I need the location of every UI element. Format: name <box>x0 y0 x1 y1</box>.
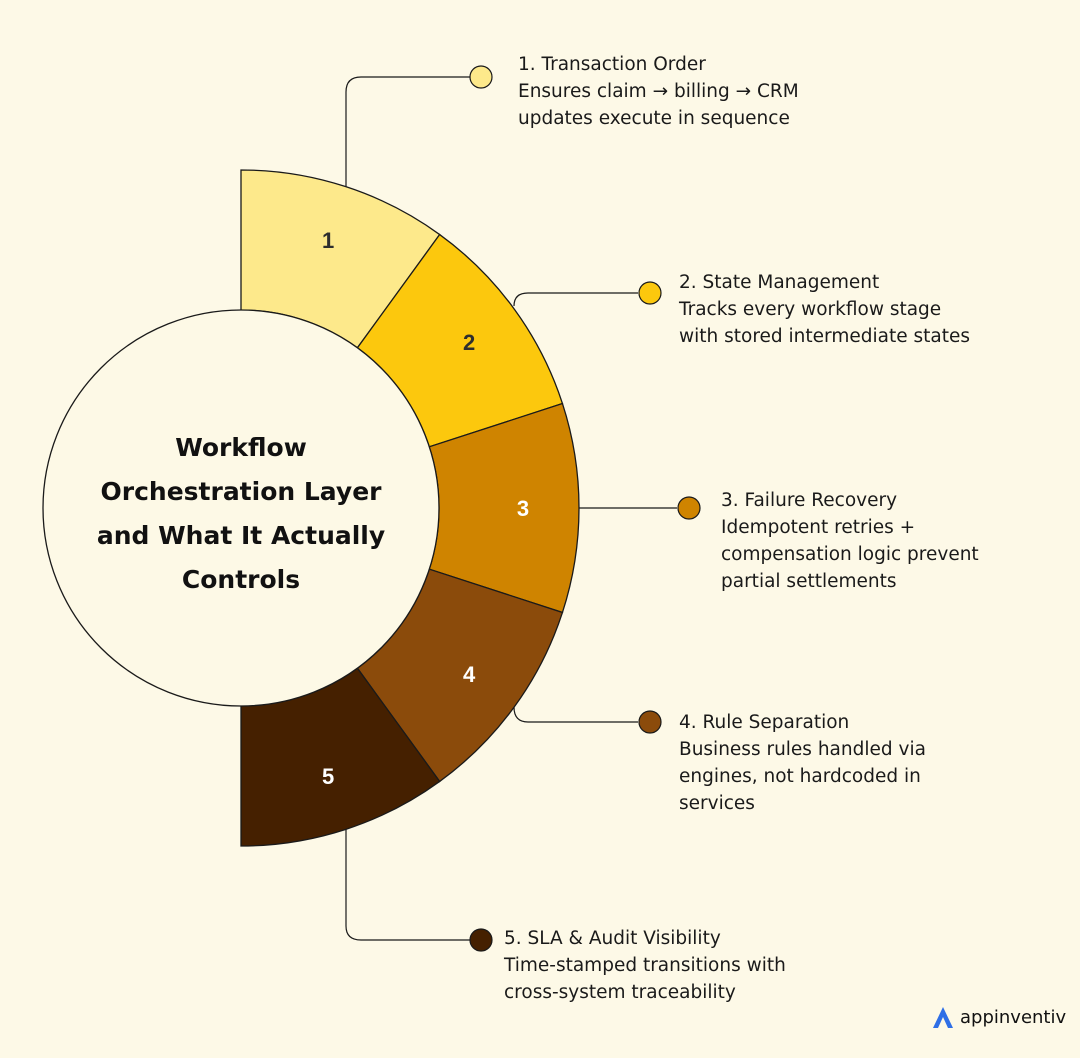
item-1-description: Ensures claim → billing → CRM updates ex… <box>518 81 799 129</box>
segment-number-3: 3 <box>517 496 529 521</box>
connector-lines <box>345 76 677 941</box>
item-5-label: 5. SLA & Audit Visibility Time-stamped t… <box>504 925 884 1006</box>
item-1-title: 1. Transaction Order <box>518 54 706 75</box>
center-title: Workflow Orchestration Layer and What It… <box>96 433 386 594</box>
connector-5 <box>345 826 470 941</box>
segment-number-5: 5 <box>322 764 334 789</box>
bullet-dot-3 <box>677 496 701 520</box>
connector-2 <box>513 292 638 307</box>
item-4-title: 4. Rule Separation <box>679 712 850 733</box>
connector-4 <box>513 706 638 723</box>
item-2-label: 2. State Management Tracks every workflo… <box>679 269 1059 350</box>
appinventiv-logo: appinventiv <box>930 1004 1066 1030</box>
item-3-label: 3. Failure Recovery Idempotent retries +… <box>721 487 1061 595</box>
item-4-label: 4. Rule Separation Business rules handle… <box>679 709 1059 817</box>
item-3-description: Idempotent retries + compensation logic … <box>721 517 979 592</box>
item-2-title: 2. State Management <box>679 272 880 293</box>
item-1-label: 1. Transaction Order Ensures claim → bil… <box>518 51 878 132</box>
bullet-dots <box>469 65 701 952</box>
connector-1 <box>345 76 470 187</box>
bullet-dot-4 <box>638 710 662 734</box>
item-5-title: 5. SLA & Audit Visibility <box>504 928 721 949</box>
item-3-title: 3. Failure Recovery <box>721 490 898 511</box>
item-2-description: Tracks every workflow stage with stored … <box>679 299 970 347</box>
bullet-dot-1 <box>469 65 493 89</box>
segment-number-1: 1 <box>322 228 334 253</box>
bullet-dot-2 <box>638 281 662 305</box>
item-4-description: Business rules handled via engines, not … <box>679 739 926 814</box>
logo-text: appinventiv <box>960 1006 1067 1028</box>
appinventiv-logo-icon <box>933 1007 953 1028</box>
bullet-dot-5 <box>469 928 493 952</box>
segment-number-4: 4 <box>463 662 476 687</box>
segment-group <box>240 169 580 847</box>
item-5-description: Time-stamped transitions with cross-syst… <box>504 955 786 1003</box>
center-circle <box>42 309 440 707</box>
segment-number-group: 1 2 3 4 5 <box>322 228 529 789</box>
segment-number-2: 2 <box>463 330 475 355</box>
